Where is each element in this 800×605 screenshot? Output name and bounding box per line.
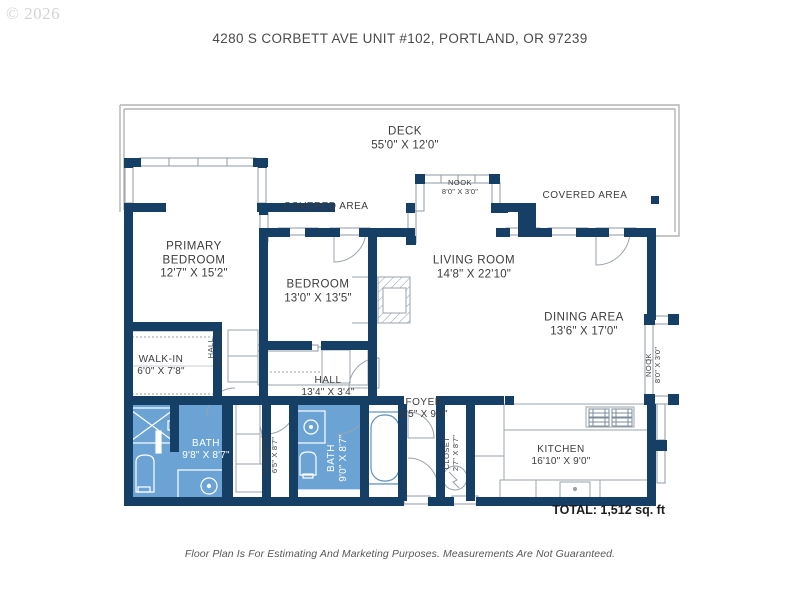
total-square-footage: TOTAL: 1,512 sq. ft	[380, 503, 665, 517]
disclaimer-text: Floor Plan Is For Estimating And Marketi…	[0, 548, 800, 560]
deck-boundary	[120, 105, 679, 236]
